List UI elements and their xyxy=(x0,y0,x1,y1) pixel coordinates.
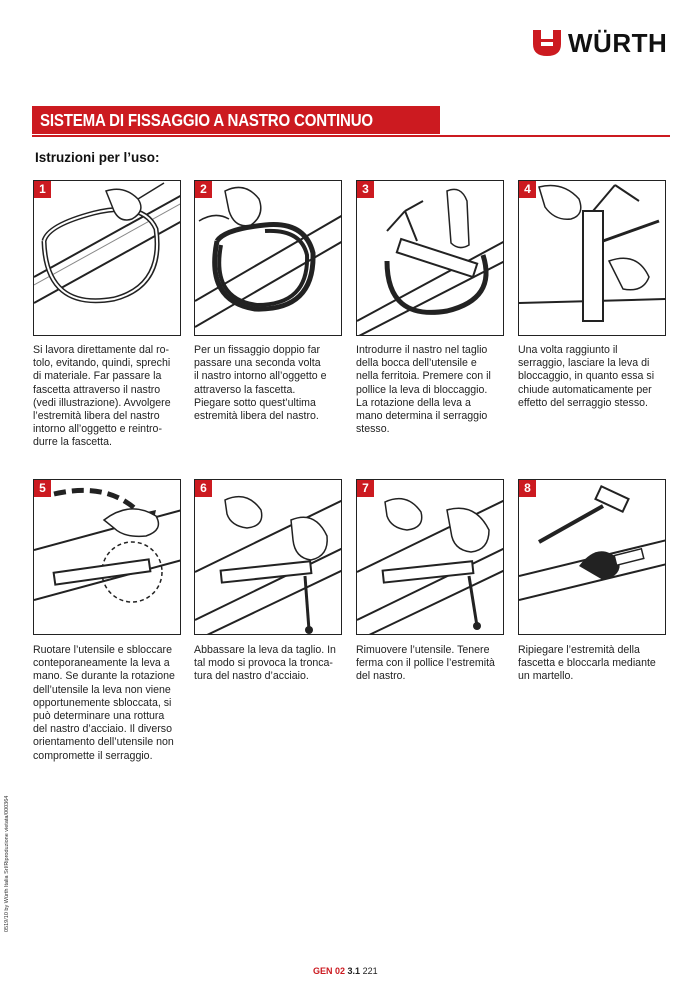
step-3-illustration: 3 xyxy=(356,180,504,336)
caption-line: del nastro. xyxy=(356,670,406,683)
caption-line: di materiale. Far passare la xyxy=(33,370,162,383)
hammer-illustration xyxy=(519,484,665,601)
caption-line: tura del nastro d’acciaio. xyxy=(194,670,309,683)
double-wrap-illustration xyxy=(195,186,341,328)
tool-rotation-illustration xyxy=(34,487,180,603)
wurth-logo: WÜRTH xyxy=(532,26,672,60)
caption-line: dell’utensile la leva non viene xyxy=(33,683,171,696)
page-number: 221 xyxy=(362,966,378,976)
caption-line: tolo, evitando, quindi, sprechi xyxy=(33,357,171,370)
step-6-caption: Abbassare la leva da taglio. In tal modo… xyxy=(194,644,346,684)
caption-line: Si lavora direttamente dal ro- xyxy=(33,344,170,356)
caption-line: attraverso la fascetta. xyxy=(194,383,296,396)
caption-line: del nastro d’acciaio. Il diverso xyxy=(33,723,172,736)
brand-name: WÜRTH xyxy=(568,28,668,58)
step-5-caption: Ruotare l’utensile e sbloccare contepora… xyxy=(33,644,185,763)
step-7-illustration: 7 xyxy=(356,479,504,635)
tool-insertion-illustration xyxy=(357,188,503,335)
caption-line: bloccaggio, in quanto essa si xyxy=(518,370,655,383)
caption-line: l’estremità libera del nastro xyxy=(33,410,160,423)
cutting-lever-illustration xyxy=(195,495,341,634)
caption-line: (vedi illustrazione). Avvolgere xyxy=(33,396,171,409)
step-6-illustration: 6 xyxy=(194,479,342,635)
caption-line: Ripiegare l’estremità della xyxy=(518,644,640,656)
caption-line: estremità libera del nastro. xyxy=(194,410,319,423)
step-4-illustration: 4 xyxy=(518,180,666,336)
title-bar xyxy=(32,106,440,134)
step-7-caption: Rimuovere l’utensile. Tenere ferma con i… xyxy=(356,644,508,684)
step-2-caption: Per un fissaggio doppio far passare una … xyxy=(194,344,346,423)
caption-line: durre la fascetta. xyxy=(33,436,112,449)
step-3-badge: 3 xyxy=(357,181,374,198)
step-8-badge: 8 xyxy=(519,480,536,497)
caption-line: conteporaneamente la leva a xyxy=(33,657,170,670)
step-2-illustration: 2 xyxy=(194,180,342,336)
caption-line: Piegare sotto quest’ultima xyxy=(194,396,316,409)
step-8-caption: Ripiegare l’estremità della fascetta e b… xyxy=(518,644,670,684)
caption-line: Introdurre il nastro nel taglio xyxy=(356,344,488,356)
caption-line: pollice la leva di bloccaggio. xyxy=(356,383,488,396)
caption-line: tal modo si provoca la tronca- xyxy=(194,657,333,670)
step-6-badge: 6 xyxy=(195,480,212,497)
page-title: SISTEMA DI FISSAGGIO A NASTRO CONTINUO xyxy=(40,110,373,130)
caption-line: nella ferritoia. Premere con il xyxy=(356,370,491,383)
page-footer: GEN 02 3.1 221 xyxy=(313,966,378,976)
step-1-badge: 1 xyxy=(34,181,51,198)
step-4-badge: 4 xyxy=(519,181,536,198)
band-wrapping-illustration xyxy=(34,182,180,304)
step-1-illustration: 1 xyxy=(33,180,181,336)
caption-line: Per un fissaggio doppio far xyxy=(194,344,321,356)
caption-line: compromette il serraggio. xyxy=(33,749,153,762)
step-1-caption: Si lavora direttamente dal ro- tolo, evi… xyxy=(33,344,185,450)
caption-line: della bocca dell’utensile e xyxy=(356,357,477,370)
caption-line: Rimuovere l’utensile. Tenere xyxy=(356,644,490,656)
step-3-caption: Introdurre il nastro nel taglio della bo… xyxy=(356,344,508,436)
step-8-illustration: 8 xyxy=(518,479,666,635)
caption-line: serraggio, lasciare la leva di xyxy=(518,357,650,370)
caption-line: mano determina il serraggio xyxy=(356,410,488,423)
caption-line: fascetta attraverso il nastro xyxy=(33,383,161,396)
caption-line: chiude automaticamente per xyxy=(518,383,652,396)
caption-line: Ruotare l’utensile e sbloccare xyxy=(33,644,172,656)
step-5-illustration: 5 xyxy=(33,479,181,635)
caption-line: stesso. xyxy=(356,423,390,436)
caption-line: mano. Se durante la rotazione xyxy=(33,670,175,683)
title-divider xyxy=(32,135,670,137)
tool-removal-illustration xyxy=(357,497,503,634)
step-7-badge: 7 xyxy=(357,480,374,497)
instructions-heading: Istruzioni per l’uso: xyxy=(35,150,160,165)
catalog-code: GEN 02 xyxy=(313,966,346,976)
caption-line: un martello. xyxy=(518,670,574,683)
step-2-badge: 2 xyxy=(195,181,212,198)
caption-line: il nastro intorno all’oggetto e xyxy=(194,370,327,383)
step-4-caption: Una volta raggiunto il serraggio, lascia… xyxy=(518,344,670,410)
step-5-badge: 5 xyxy=(34,480,51,497)
caption-line: opportunemente sbloccata, si xyxy=(33,696,172,709)
caption-line: fascetta e bloccarla mediante xyxy=(518,657,656,670)
caption-line: Abbassare la leva da taglio. In xyxy=(194,644,336,656)
caption-line: può determinare una rottura xyxy=(33,710,165,723)
caption-line: Una volta raggiunto il xyxy=(518,344,618,356)
caption-line: ferma con il pollice l’estremità xyxy=(356,657,495,670)
section-number: 3.1 xyxy=(347,966,361,976)
caption-line: intorno all’oggetto e reintro- xyxy=(33,423,162,436)
caption-line: effetto del serraggio stesso. xyxy=(518,396,648,409)
document-code: 0519/10 by Würth Italia Srl/Riproduzione… xyxy=(4,782,18,932)
caption-line: orientamento dell’utensile non xyxy=(33,736,174,749)
caption-line: passare una seconda volta xyxy=(194,357,321,370)
document-code-text: 0519/10 by Würth Italia Srl/Riproduzione… xyxy=(4,795,10,932)
wurth-logo-icon xyxy=(533,30,561,56)
tightening-illustration xyxy=(519,184,665,322)
caption-line: La rotazione della leva a xyxy=(356,396,471,409)
